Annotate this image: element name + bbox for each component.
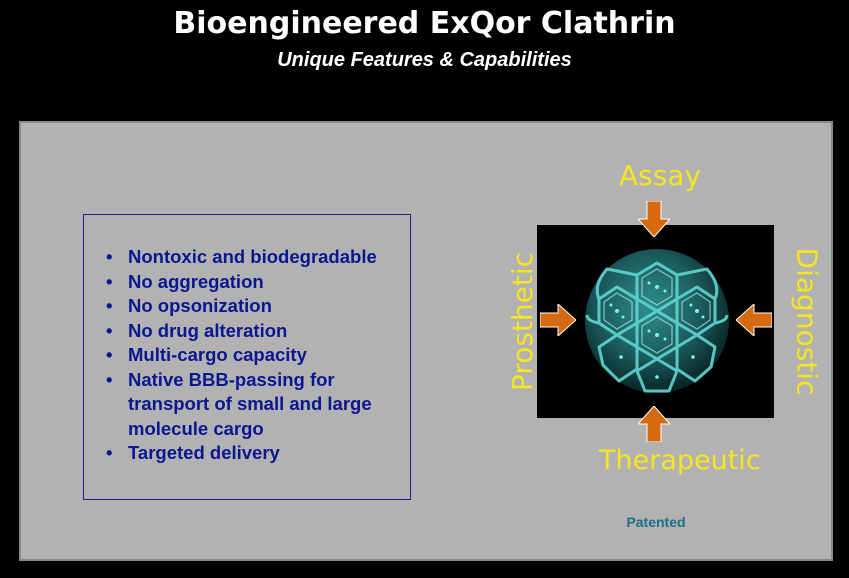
- label-diagnostic: Diagnostic: [790, 247, 824, 396]
- list-item: • No aggregation: [104, 270, 404, 295]
- feature-text: Targeted delivery: [128, 442, 280, 463]
- label-prosthetic: Prosthetic: [506, 251, 540, 392]
- label-therapeutic: Therapeutic: [599, 445, 761, 476]
- bullet-icon: •: [106, 246, 113, 267]
- arrow-up-icon: [638, 406, 670, 442]
- list-item: • Nontoxic and biodegradable: [104, 245, 404, 270]
- clathrin-cage-icon: [585, 249, 729, 393]
- label-assay: Assay: [619, 159, 702, 192]
- bullet-icon: •: [106, 295, 113, 316]
- patented-label: Patented: [626, 514, 686, 530]
- list-item: • Targeted delivery: [104, 441, 404, 466]
- slide-subtitle: Unique Features & Capabilities: [277, 49, 572, 71]
- bullet-icon: •: [106, 368, 113, 390]
- bullet-icon: •: [106, 344, 113, 365]
- clathrin-image: [537, 225, 774, 418]
- arrow-down-icon: [638, 201, 670, 237]
- bullet-icon: •: [106, 442, 113, 463]
- slide-title: Bioengineered ExQor Clathrin: [173, 6, 676, 41]
- bullet-icon: •: [106, 319, 113, 341]
- bullet-icon: •: [106, 270, 113, 292]
- list-item: • Native BBB-passing for transport of sma…: [104, 368, 404, 442]
- list-item: • Multi-cargo capacity: [104, 343, 404, 368]
- feature-list: • Nontoxic and biodegradable • No aggregat…: [104, 245, 404, 466]
- feature-text: No drug alteration: [128, 319, 288, 341]
- feature-text: No opsonization: [128, 295, 272, 316]
- arrow-left-icon: [736, 304, 772, 336]
- feature-text: Nontoxic and biodegradable: [128, 246, 377, 267]
- feature-box: • Nontoxic and biodegradable • No aggregat…: [83, 214, 411, 500]
- feature-text: No aggregation: [128, 270, 264, 292]
- list-item: • No opsonization: [104, 294, 404, 319]
- list-item: • No drug alteration: [104, 319, 404, 344]
- arrow-right-icon: [540, 304, 576, 336]
- feature-text: Native BBB-passing for transport of smal…: [128, 368, 372, 439]
- content-panel: • Nontoxic and biodegradable • No aggregat…: [19, 121, 833, 561]
- feature-text: Multi-cargo capacity: [128, 344, 307, 365]
